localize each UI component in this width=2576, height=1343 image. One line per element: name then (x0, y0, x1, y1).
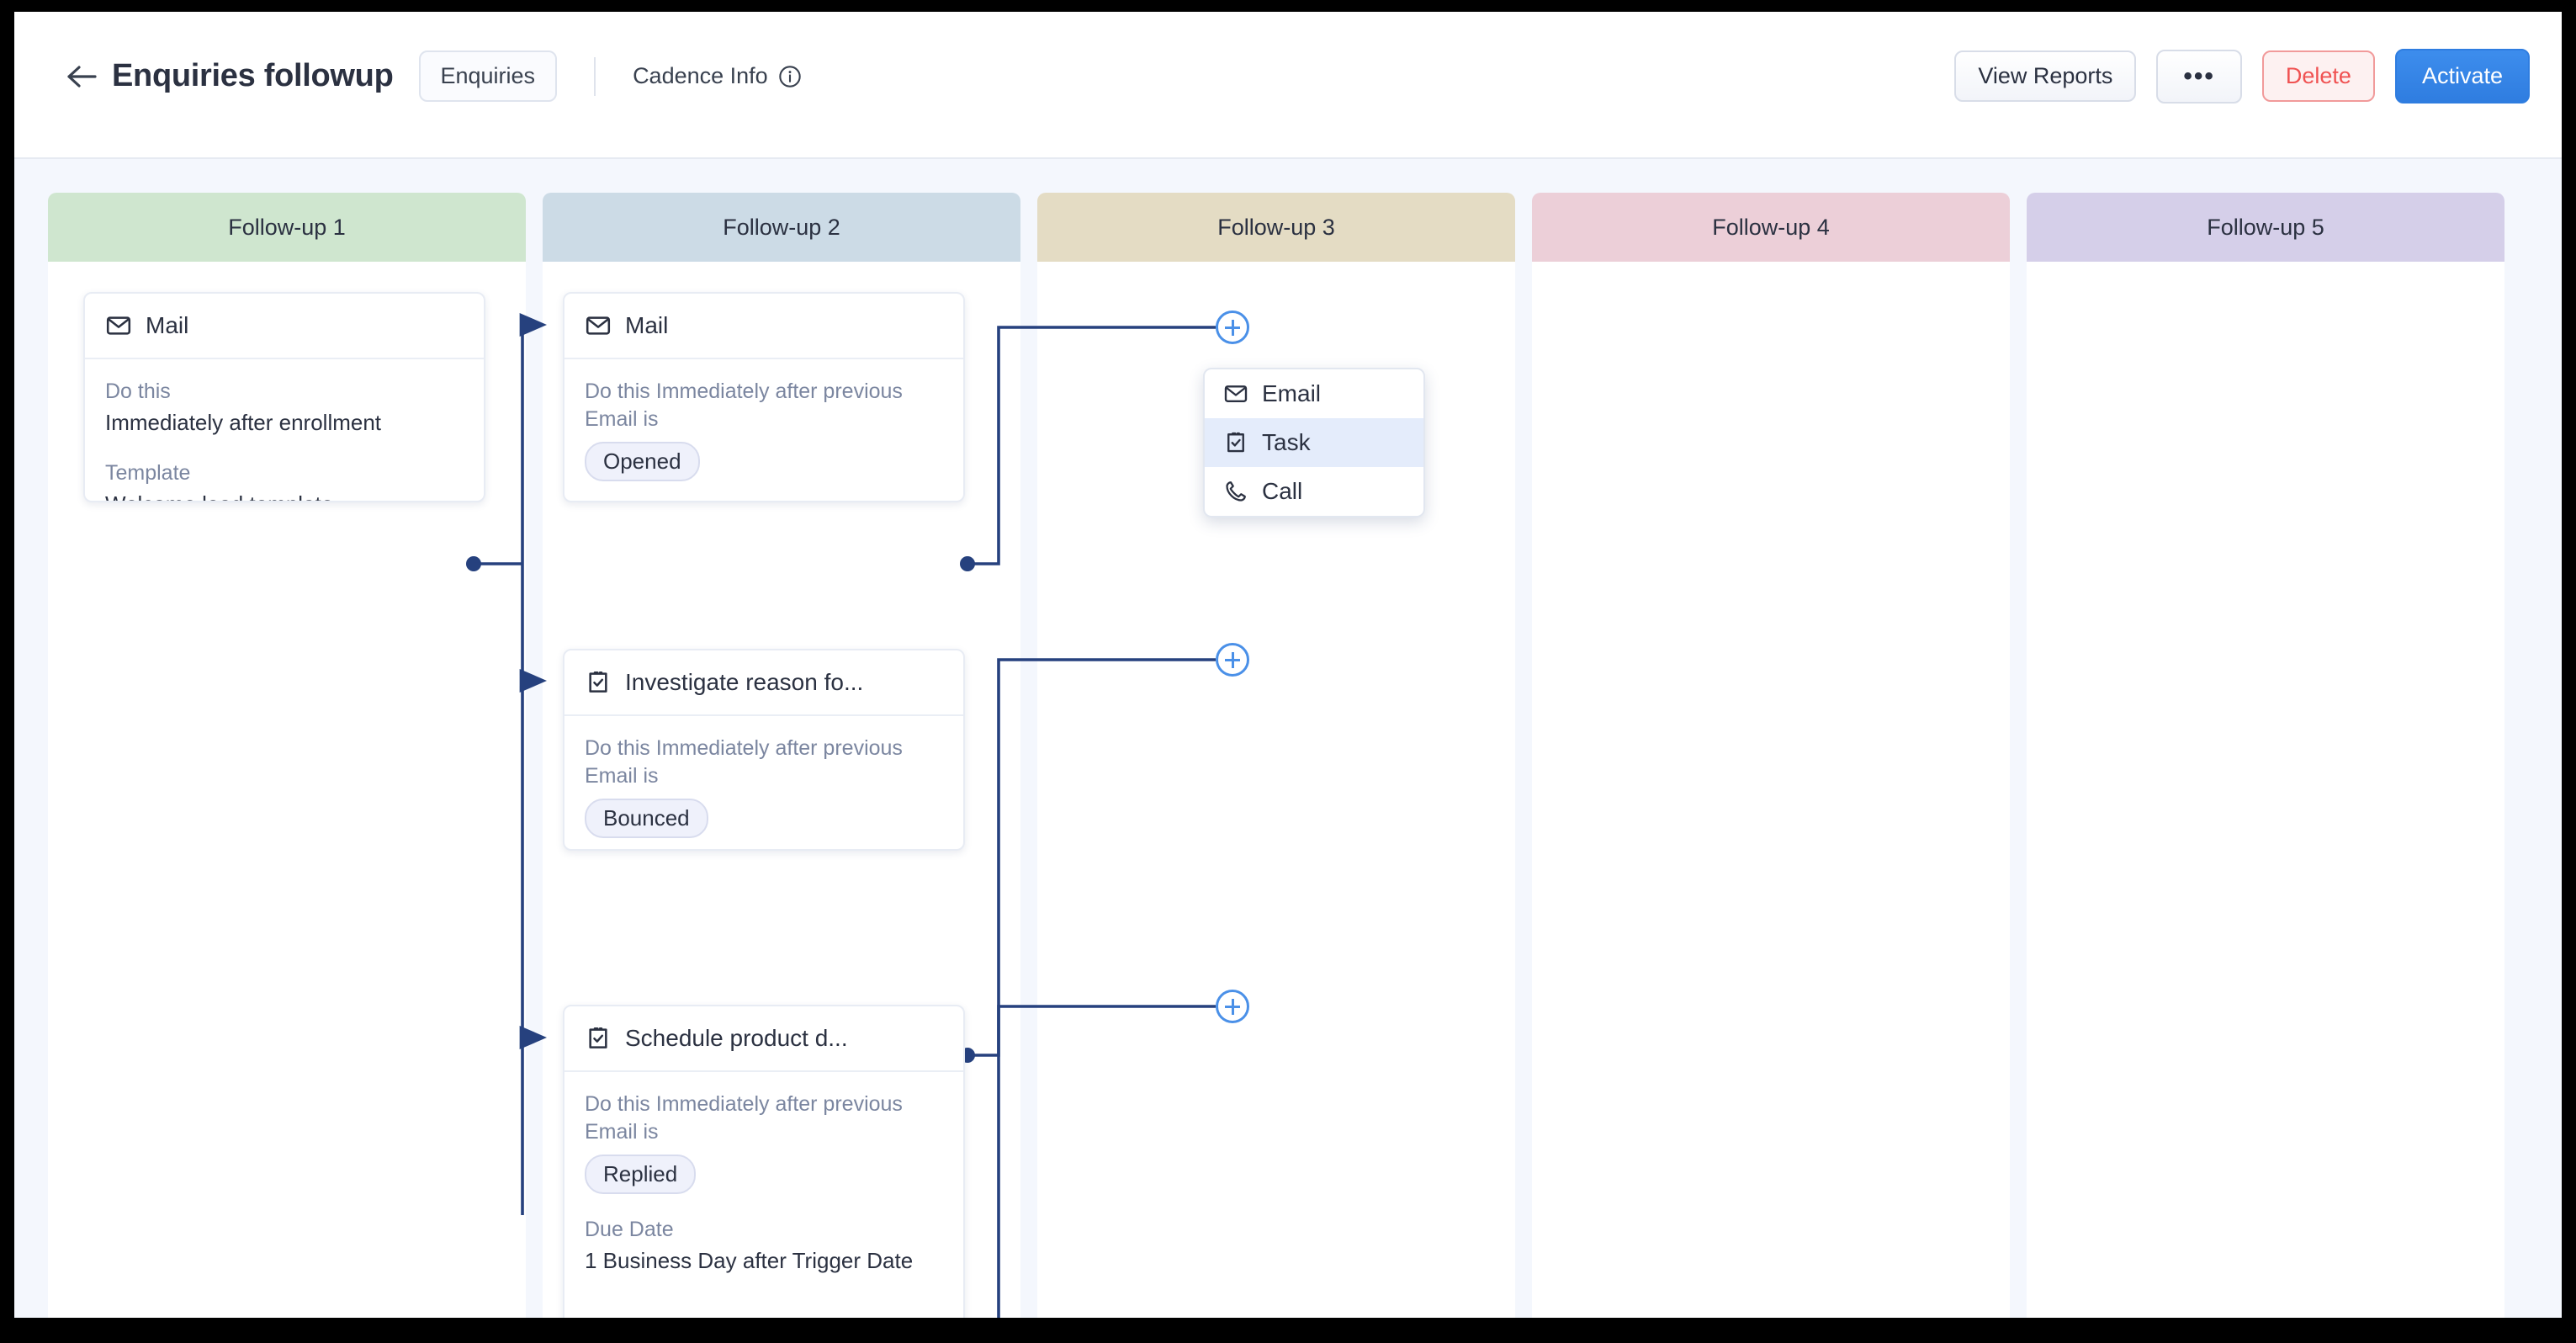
status-badge: Replied (585, 1155, 697, 1194)
task-icon (585, 669, 612, 696)
mail-icon (105, 312, 132, 339)
page-header: Enquiries followup Enquiries Cadence Inf… (14, 12, 2562, 159)
card-body: Do this Immediately after enrollment Tem… (85, 359, 484, 501)
column-follow-up-5: Follow-up 5 (2027, 193, 2504, 1318)
info-circle-icon[interactable] (778, 65, 802, 88)
cadence-info[interactable]: Cadence Info (633, 63, 802, 89)
add-step-button-2[interactable] (1216, 643, 1249, 677)
field-label-do-this: Do this Immediately after previous Email… (585, 736, 903, 788)
more-options-button[interactable]: ••• (2156, 49, 2242, 104)
app-frame: Enquiries followup Enquiries Cadence Inf… (14, 12, 2562, 1318)
delete-button[interactable]: Delete (2261, 50, 2375, 102)
task-icon (585, 1025, 612, 1052)
view-reports-button[interactable]: View Reports (1954, 50, 2137, 102)
context-menu-label-call: Call (1262, 478, 1303, 504)
field-value-template: Welcome lead template (105, 490, 464, 501)
column-header-5: Follow-up 5 (2027, 193, 2504, 262)
column-header-1: Follow-up 1 (48, 193, 526, 262)
column-follow-up-4: Follow-up 4 (1532, 193, 2010, 1318)
add-step-button-1[interactable] (1216, 311, 1249, 344)
field-label-do-this: Do this Immediately after previous Email… (585, 1092, 903, 1144)
field-label-do-this: Do this Immediately after previous Email… (585, 380, 903, 431)
header-actions: View Reports ••• Delete Activate (1954, 49, 2530, 104)
context-menu-item-email[interactable]: Email (1205, 369, 1423, 418)
card-title: Schedule product d... (625, 1025, 848, 1051)
field-value-do-this: Immediately after enrollment (105, 410, 382, 435)
step-card-task-schedule[interactable]: Schedule product d... Do this Immediatel… (563, 1005, 965, 1318)
step-card-mail-1[interactable]: Mail Do this Immediately after enrollmen… (83, 292, 485, 502)
mail-icon (1223, 381, 1248, 406)
status-badge: Opened (585, 442, 700, 481)
task-icon (1223, 430, 1248, 455)
column-body-4[interactable] (1532, 262, 2010, 1318)
cadence-board: Follow-up 1 Follow-up 2 Follow-up 3 Foll… (14, 161, 2562, 1318)
column-body-5[interactable] (2027, 262, 2504, 1318)
card-body: Do this Immediately after previous Email… (564, 1072, 963, 1298)
activate-button[interactable]: Activate (2394, 49, 2530, 104)
context-menu-label-email: Email (1262, 380, 1322, 406)
add-step-context-menu[interactable]: Email Task Call (1203, 368, 1425, 518)
column-header-2: Follow-up 2 (543, 193, 1020, 262)
card-title: Investigate reason fo... (625, 669, 864, 695)
back-arrow-icon[interactable] (63, 58, 100, 95)
context-menu-item-call[interactable]: Call (1205, 467, 1423, 516)
field-label-do-this: Do this (105, 380, 171, 403)
context-menu-item-task[interactable]: Task (1205, 418, 1423, 467)
card-header: Schedule product d... (564, 1006, 963, 1072)
step-card-mail-2[interactable]: Mail Do this Immediately after previous … (563, 292, 965, 502)
cadence-info-label: Cadence Info (633, 63, 768, 88)
card-body: Do this Immediately after previous Email… (564, 716, 963, 849)
column-follow-up-3: Follow-up 3 (1037, 193, 1515, 1318)
card-title: Mail (146, 312, 189, 338)
card-header: Mail (564, 294, 963, 359)
field-label-due-date: Due Date (585, 1218, 674, 1241)
step-card-task-investigate[interactable]: Investigate reason fo... Do this Immedia… (563, 649, 965, 851)
header-left-group: Enquiries followup Enquiries Cadence Inf… (63, 50, 802, 102)
card-header: Investigate reason fo... (564, 650, 963, 716)
header-divider (594, 56, 596, 96)
mail-icon (585, 312, 612, 339)
context-menu-label-task: Task (1262, 429, 1311, 455)
field-label-template: Template (105, 461, 191, 486)
card-body: Do this Immediately after previous Email… (564, 359, 963, 501)
card-title: Mail (625, 312, 669, 338)
status-badge: Bounced (585, 799, 708, 838)
phone-icon (1223, 479, 1248, 504)
column-header-3: Follow-up 3 (1037, 193, 1515, 262)
module-chip[interactable]: Enquiries (418, 50, 558, 102)
column-header-4: Follow-up 4 (1532, 193, 2010, 262)
add-step-button-3[interactable] (1216, 990, 1249, 1023)
field-value-due-date: 1 Business Day after Trigger Date (585, 1248, 914, 1273)
page-title: Enquiries followup (112, 58, 394, 93)
card-header: Mail (85, 294, 484, 359)
